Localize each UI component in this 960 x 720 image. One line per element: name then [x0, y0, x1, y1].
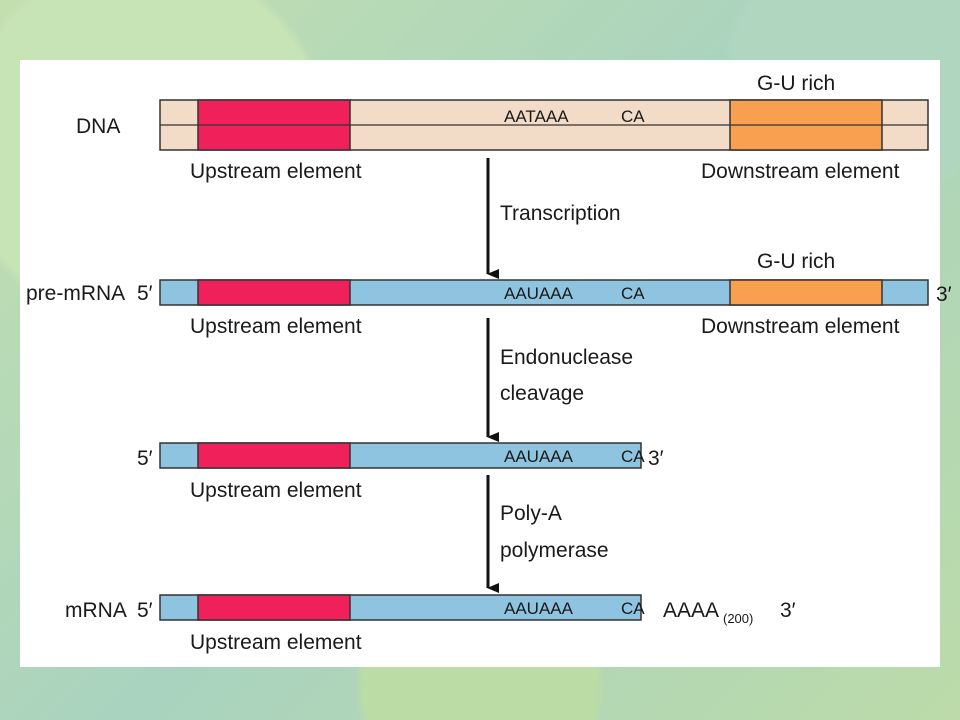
dna-ca: CA [621, 107, 645, 126]
dna-upstream-label: Upstream element [190, 160, 362, 183]
mrna-sequence: AAUAAA [504, 599, 574, 618]
pre-mrna-downstream-element [729, 279, 883, 306]
cleaved-five-prime: 5′ [137, 447, 153, 470]
cleavage-step: Endonuclease cleavage [486, 318, 633, 442]
cleaved-upstream-element [197, 442, 351, 469]
cleavage-label-line2: cleavage [500, 382, 584, 405]
mrna-label: mRNA [65, 599, 127, 622]
dna-sequence: AATAAA [504, 107, 569, 126]
cleavage-label-line1: Endonuclease [500, 346, 633, 369]
pre-mrna-upstream-element [197, 279, 351, 306]
polya-step: Poly-A polymerase [486, 475, 609, 593]
cleaved-three-prime: 3′ [648, 447, 664, 470]
polyadenylation-diagram: DNA AATAAA CA G-U rich Upstream element … [26, 72, 952, 654]
dna-row: DNA AATAAA CA G-U rich Upstream element … [76, 72, 929, 183]
mrna-three-prime: 3′ [780, 599, 796, 622]
cleaved-ca: CA [621, 447, 645, 466]
mrna-poly-a-tail: AAAA [663, 599, 719, 622]
dna-label: DNA [76, 115, 120, 138]
mrna-upstream-element [197, 594, 351, 621]
dna-downstream-label: Downstream element [701, 160, 900, 183]
pre-mrna-row: pre-mRNA 5′ 3′ AAUAAA CA G-U rich Upstre… [26, 250, 952, 338]
mrna-row: mRNA 5′ AAUAAA CA AAAA (200) 3′ Upstream… [65, 594, 796, 654]
pre-mrna-five-prime: 5′ [137, 282, 153, 305]
mrna-poly-a-count: (200) [723, 611, 753, 626]
cleaved-row: 5′ AAUAAA CA 3′ Upstream element [137, 442, 664, 502]
cleaved-upstream-label: Upstream element [190, 479, 362, 502]
polya-label-line2: polymerase [500, 539, 609, 562]
mrna-upstream-label: Upstream element [190, 631, 362, 654]
dna-gu-rich-label: G-U rich [757, 72, 835, 95]
pre-mrna-label: pre-mRNA [26, 282, 125, 305]
pre-mrna-sequence: AAUAAA [504, 284, 574, 303]
pre-mrna-three-prime: 3′ [936, 283, 952, 306]
pre-mrna-upstream-label: Upstream element [190, 315, 362, 338]
mrna-ca: CA [621, 599, 645, 618]
diagram-panel: DNA AATAAA CA G-U rich Upstream element … [20, 60, 952, 667]
pre-mrna-gu-rich-label: G-U rich [757, 250, 835, 273]
transcription-label: Transcription [500, 202, 621, 225]
pre-mrna-downstream-label: Downstream element [701, 315, 900, 338]
polya-label-line1: Poly-A [500, 502, 562, 525]
transcription-step: Transcription [486, 158, 621, 279]
pre-mrna-ca: CA [621, 284, 645, 303]
cleaved-sequence: AAUAAA [504, 447, 574, 466]
mrna-five-prime: 5′ [137, 599, 153, 622]
